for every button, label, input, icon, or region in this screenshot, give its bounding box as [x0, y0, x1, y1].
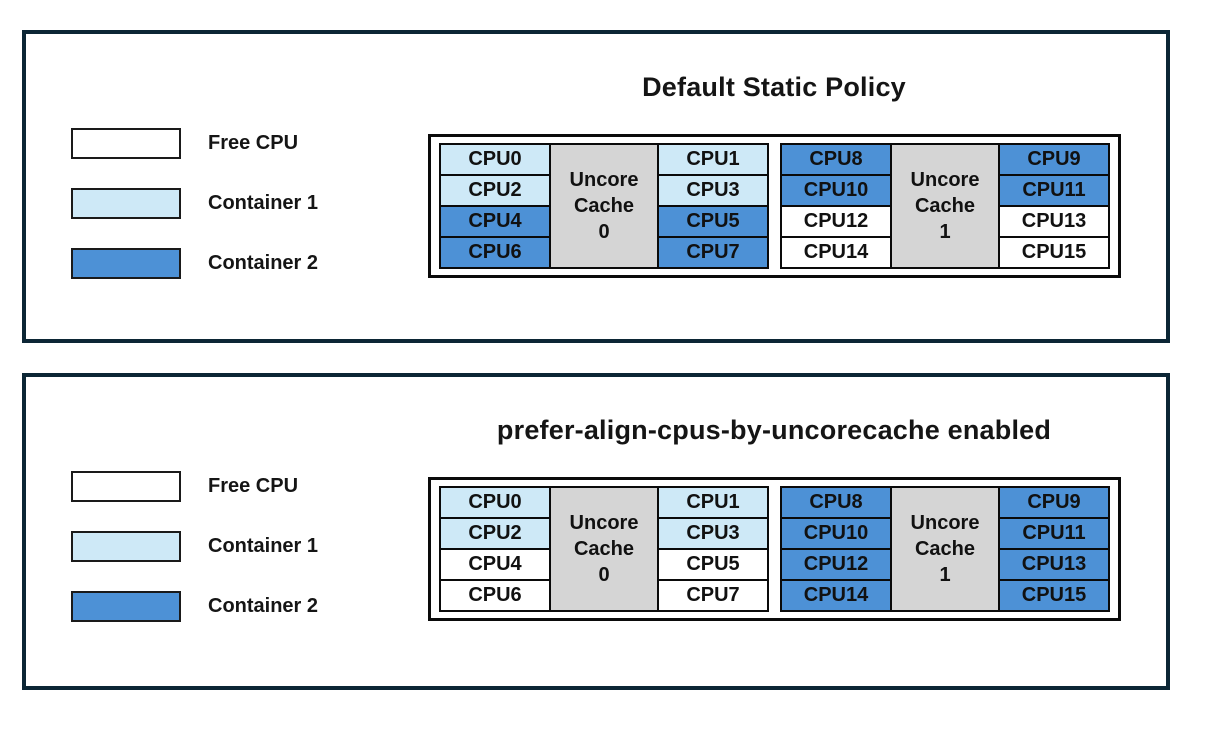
legend-item: Container 2 — [71, 248, 318, 279]
cpu-cell-cpu4: CPU4 — [439, 548, 551, 581]
legend-swatch-free — [71, 128, 181, 159]
legend-item: Container 2 — [71, 591, 318, 622]
legend: Free CPU Container 1 Container 2 — [71, 471, 318, 651]
cpu-cell-cpu0: CPU0 — [439, 486, 551, 519]
cpu-cell-cpu7: CPU7 — [657, 579, 769, 612]
cpu-cell-cpu2: CPU2 — [439, 174, 551, 207]
legend-swatch-container1 — [71, 188, 181, 219]
legend-item: Free CPU — [71, 128, 318, 159]
cpu-cell-cpu3: CPU3 — [657, 517, 769, 550]
legend: Free CPU Container 1 Container 2 — [71, 128, 318, 308]
cpu-cell-cpu6: CPU6 — [439, 579, 551, 612]
cpu-cell-cpu15: CPU15 — [998, 579, 1110, 612]
cpu-cell-cpu14: CPU14 — [780, 579, 892, 612]
uncore-cache-block-1: Uncore Cache 1 — [890, 143, 1000, 269]
legend-label: Container 2 — [208, 595, 319, 617]
uncore-cache-block-0: Uncore Cache 0 — [549, 486, 659, 612]
cpu-cell-cpu11: CPU11 — [998, 517, 1110, 550]
uncore-cache-id: 1 — [939, 221, 951, 243]
cpu-cell-cpu8: CPU8 — [780, 486, 892, 519]
cpu-cell-cpu14: CPU14 — [780, 236, 892, 269]
uncore-cache-id: 1 — [939, 564, 951, 586]
cpu-cell-cpu11: CPU11 — [998, 174, 1110, 207]
legend-swatch-container2 — [71, 248, 181, 279]
uncore-cache-label: Uncore Cache — [569, 512, 639, 560]
cpu-cell-cpu12: CPU12 — [780, 205, 892, 238]
cpu-cell-cpu1: CPU1 — [657, 143, 769, 176]
cpu-cell-cpu10: CPU10 — [780, 517, 892, 550]
uncore-cache-label: Uncore Cache — [569, 169, 639, 217]
uncore-cache-label: Uncore Cache — [910, 169, 980, 217]
panel-title: prefer-align-cpus-by-uncorecache enabled — [496, 415, 1052, 445]
uncore-cache-block-0: Uncore Cache 0 — [549, 143, 659, 269]
cpu-cell-cpu12: CPU12 — [780, 548, 892, 581]
cpu-cell-cpu3: CPU3 — [657, 174, 769, 207]
cpu-cell-cpu4: CPU4 — [439, 205, 551, 238]
uncore-cache-id: 0 — [598, 564, 610, 586]
cpu-cell-cpu1: CPU1 — [657, 486, 769, 519]
panel-title: Default Static Policy — [642, 72, 906, 102]
cpu-cell-cpu5: CPU5 — [657, 205, 769, 238]
cpu-cell-cpu5: CPU5 — [657, 548, 769, 581]
cpu-cell-cpu13: CPU13 — [998, 548, 1110, 581]
cpu-cell-cpu10: CPU10 — [780, 174, 892, 207]
legend-label: Container 1 — [208, 535, 319, 557]
uncore-cache-block-1: Uncore Cache 1 — [890, 486, 1000, 612]
cpu-cell-cpu0: CPU0 — [439, 143, 551, 176]
legend-swatch-container2 — [71, 591, 181, 622]
legend-label: Container 1 — [208, 192, 319, 214]
legend-swatch-free — [71, 471, 181, 502]
cpu-cell-cpu6: CPU6 — [439, 236, 551, 269]
legend-label: Free CPU — [208, 132, 299, 154]
cpu-cell-cpu8: CPU8 — [780, 143, 892, 176]
cpu-cell-cpu13: CPU13 — [998, 205, 1110, 238]
uncore-cache-label: Uncore Cache — [910, 512, 980, 560]
cpu-cell-cpu9: CPU9 — [998, 486, 1110, 519]
cpu-cell-cpu2: CPU2 — [439, 517, 551, 550]
cpu-cell-cpu15: CPU15 — [998, 236, 1110, 269]
cpu-cell-cpu9: CPU9 — [998, 143, 1110, 176]
legend-label: Container 2 — [208, 252, 319, 274]
legend-label: Free CPU — [208, 475, 299, 497]
legend-item: Free CPU — [71, 471, 318, 502]
policy-panel-1: prefer-align-cpus-by-uncorecache enabled… — [22, 373, 1170, 690]
legend-swatch-container1 — [71, 531, 181, 562]
legend-item: Container 1 — [71, 531, 318, 562]
legend-item: Container 1 — [71, 188, 318, 219]
uncore-cache-id: 0 — [598, 221, 610, 243]
cpu-cell-cpu7: CPU7 — [657, 236, 769, 269]
